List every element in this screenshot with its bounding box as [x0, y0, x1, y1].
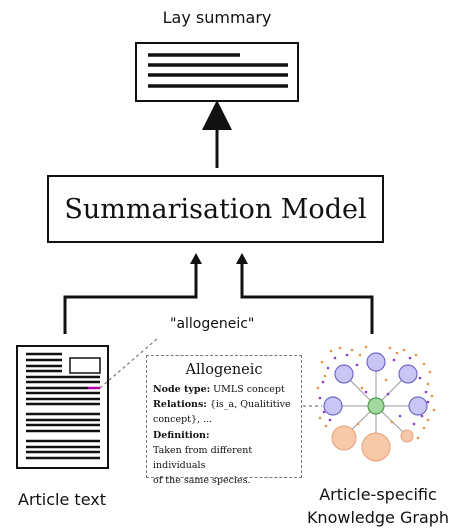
knowledge-graph-caption-line2: Knowledge Graph	[306, 508, 450, 527]
summarisation-model-label: Summarisation Model	[64, 193, 367, 225]
entity-quote-label: "allogeneic"	[170, 316, 255, 332]
lay-summary-document-icon	[135, 42, 299, 102]
relations-value-line1: {is_a, Qualititive	[209, 399, 291, 411]
node-type-value: UMLS concept	[213, 384, 285, 395]
arrowhead-left	[190, 253, 202, 264]
knowledge-graph-caption: Article-specific Knowledge Graph	[288, 483, 457, 529]
article-text-caption: Article text	[18, 490, 106, 509]
definition-row: Definition:	[153, 428, 295, 443]
definition-line1: Taken from different individuals	[153, 444, 253, 472]
relations-row: Relations: {is_a, Qualititive	[153, 397, 295, 412]
input-connectors	[63, 262, 374, 334]
knowledge-graph-icon	[316, 345, 436, 462]
entity-info-title: Allogeneic	[185, 362, 263, 378]
knowledge-graph-caption-line1: Article-specific	[319, 485, 437, 504]
term-link-dashed	[99, 337, 159, 389]
lay-summary-title: Lay summary	[162, 8, 272, 27]
entity-info-box: Allogeneic Node type: UMLS concept Relat…	[146, 355, 302, 486]
node-type-row: Node type: UMLS concept	[153, 382, 295, 397]
definition-line2: of the same species.	[153, 475, 251, 487]
summarisation-model-box: Summarisation Model	[47, 175, 384, 243]
arrowhead-right	[236, 253, 248, 264]
relations-value-line2: concept}, ...	[153, 414, 213, 426]
definition-label: Definition:	[153, 429, 210, 441]
article-document-icon	[16, 345, 109, 469]
relations-label: Relations:	[153, 399, 207, 411]
node-type-label: Node type:	[153, 384, 211, 395]
